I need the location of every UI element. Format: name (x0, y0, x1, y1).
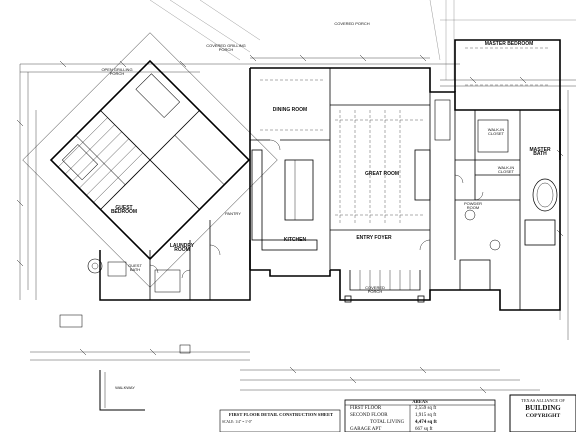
label-covered-grilling-porch: COVERED GRILLING PORCH (206, 43, 246, 53)
dimension-lines (16, 54, 576, 394)
exterior-walls (249, 39, 561, 311)
label-kitchen: KITCHEN (283, 237, 307, 243)
label-guest-bedroom: GUEST BEDROOM (110, 205, 138, 216)
label-pantry: PANTRY (225, 211, 241, 216)
title-block-line1: TEXAS ALLIANCE OF (521, 398, 565, 403)
interior-walls (250, 68, 558, 310)
areas-row-label: FIRST FLOOR (350, 406, 382, 411)
areas-row-label: GARAGE APT (350, 427, 382, 432)
label-walkway: WALKWAY (115, 385, 135, 390)
areas-row-value: 667 sq ft (415, 427, 433, 432)
label-covered-porch-front: COVERED PORCH (365, 285, 385, 295)
areas-row-value: 4,474 sq ft (415, 420, 437, 425)
areas-heading: AREAS (412, 399, 428, 404)
label-walk-in-closet-1: WALK-IN CLOSET (487, 127, 505, 137)
rotated-wing (22, 32, 278, 288)
label-master-bath: MASTER BATH (529, 147, 551, 158)
title-block-frame (219, 394, 576, 432)
areas-table-frame (344, 399, 496, 432)
areas-row-value: 1,915 sq ft (415, 413, 437, 418)
label-guest-bath: GUEST BATH (128, 263, 142, 273)
label-master-bedroom: MASTER BEDROOM (484, 41, 534, 47)
areas-row-value: 2,559 sq ft (415, 406, 437, 411)
label-walk-in-closet-2: WALK-IN CLOSET (497, 165, 515, 175)
title-block-line2: BUILDING (525, 404, 561, 412)
label-laundry-room: LAUNDRY ROOM (169, 243, 195, 254)
ceiling-beams (260, 47, 550, 225)
label-great-room: GREAT ROOM (364, 171, 400, 177)
areas-row-label: TOTAL LIVING (370, 420, 405, 425)
sheet-scale: SCALE: 1/4" = 1'-0" (222, 420, 253, 424)
door-swings (149, 139, 484, 279)
areas-row-label: SECOND FLOOR (350, 413, 388, 418)
label-covered-porch-top: COVERED PORCH (334, 21, 370, 26)
sheet-title: FIRST FLOOR DETAIL CONSTRUCTION SHEET (228, 412, 334, 417)
label-entry-foyer: ENTRY FOYER (356, 235, 392, 241)
label-dining-room: DINING ROOM (272, 107, 308, 113)
label-open-grilling-porch: OPEN GRILLING PORCH (101, 67, 133, 77)
lower-left-wing (59, 220, 251, 411)
label-powder-room: POWDER ROOM (464, 201, 482, 211)
construction-lines (149, 0, 576, 80)
title-block-line3: COPYRIGHT (525, 413, 561, 419)
